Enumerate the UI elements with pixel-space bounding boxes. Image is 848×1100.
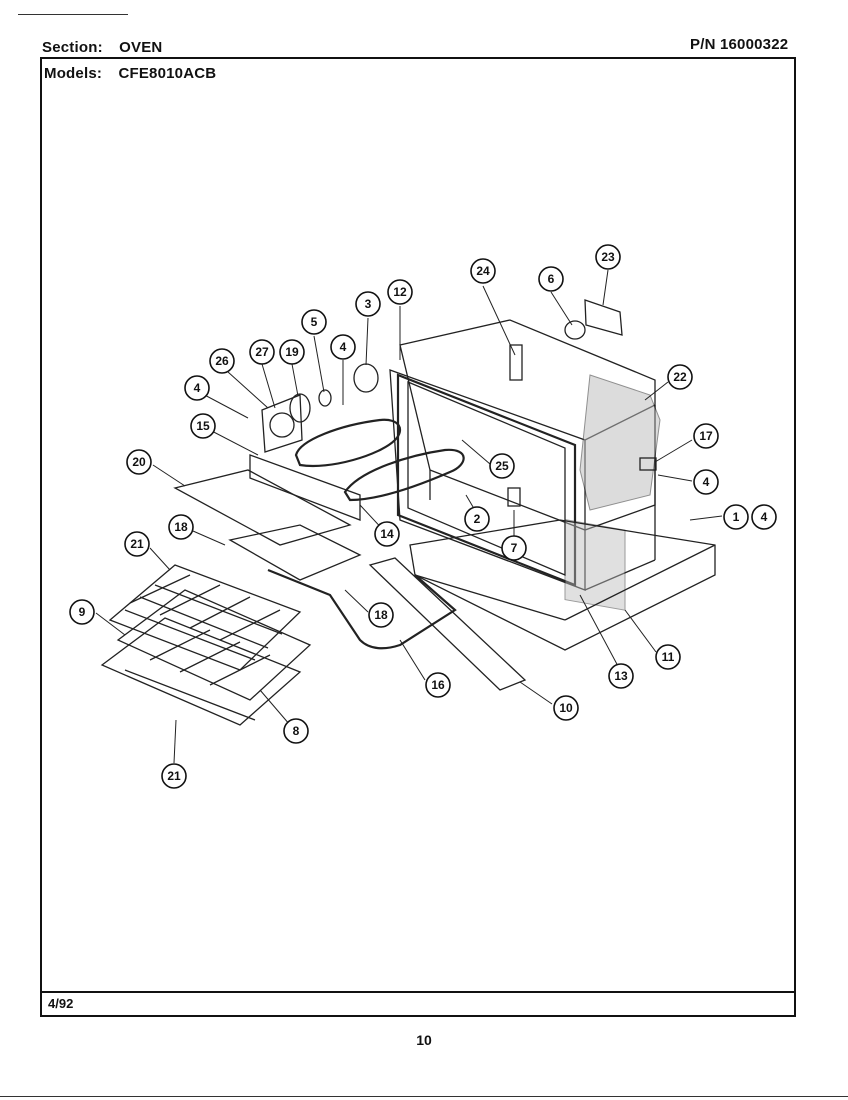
svg-text:19: 19 — [285, 345, 299, 359]
callout-11: 11 — [655, 644, 681, 670]
footer-row: 4/92 — [42, 991, 794, 1015]
svg-text:4: 4 — [703, 475, 710, 489]
callout-4a: 4 — [330, 334, 356, 360]
section-value: OVEN — [119, 39, 163, 56]
callout-26: 26 — [209, 348, 235, 374]
models-value: CFE8010ACB — [118, 65, 217, 82]
svg-text:20: 20 — [132, 455, 146, 469]
control-assembly — [507, 299, 661, 511]
callout-8: 8 — [283, 718, 309, 744]
svg-text:16: 16 — [431, 678, 445, 692]
section-header: Section: OVEN — [42, 39, 162, 56]
page-number: 10 — [416, 1032, 432, 1048]
svg-text:25: 25 — [495, 459, 509, 473]
callout-6: 6 — [538, 266, 564, 292]
callout-17: 17 — [693, 423, 719, 449]
callout-4d: 4 — [751, 504, 777, 530]
callout-1: 1 — [723, 504, 749, 530]
svg-text:4: 4 — [194, 381, 201, 395]
callout-20: 20 — [126, 449, 152, 475]
front-trim — [368, 557, 527, 691]
bottom-panel — [409, 519, 716, 651]
callout-16: 16 — [425, 672, 451, 698]
svg-text:11: 11 — [662, 650, 675, 664]
callout-18a: 18 — [168, 514, 194, 540]
revision-date: 4/92 — [48, 996, 74, 1011]
svg-text:10: 10 — [559, 701, 573, 715]
svg-text:1: 1 — [733, 510, 740, 524]
oven-racks — [100, 564, 312, 726]
leader-lines — [95, 269, 723, 764]
svg-text:5: 5 — [311, 315, 318, 329]
broil-element — [294, 418, 465, 502]
svg-text:21: 21 — [167, 769, 181, 783]
callout-9: 9 — [69, 599, 95, 625]
section-label: Section: — [42, 39, 103, 56]
callout-21a: 21 — [124, 531, 150, 557]
bottom-rule — [0, 1096, 848, 1097]
callout-12: 12 — [387, 279, 413, 305]
callout-27: 27 — [249, 339, 275, 365]
svg-text:4: 4 — [340, 340, 347, 354]
svg-text:15: 15 — [196, 419, 210, 433]
callout-14: 14 — [374, 521, 400, 547]
diagram-frame: Models: CFE8010ACB 4/92 — [40, 57, 796, 1017]
svg-text:18: 18 — [374, 608, 388, 622]
svg-text:22: 22 — [673, 370, 687, 384]
callout-24: 24 — [470, 258, 496, 284]
top-rule — [18, 14, 128, 15]
callout-25: 25 — [489, 453, 515, 479]
callout-19: 19 — [279, 339, 305, 365]
callout-7: 7 — [501, 535, 527, 561]
svg-text:26: 26 — [215, 354, 229, 368]
callout-5: 5 — [301, 309, 327, 335]
svg-text:18: 18 — [174, 520, 188, 534]
svg-text:2: 2 — [474, 512, 481, 526]
svg-text:12: 12 — [393, 285, 407, 299]
callout-18b: 18 — [368, 602, 394, 628]
callout-10: 10 — [553, 695, 579, 721]
fan-assembly — [261, 363, 379, 453]
callout-21b: 21 — [161, 763, 187, 789]
callout-13: 13 — [608, 663, 634, 689]
models-label: Models: — [44, 65, 103, 82]
callout-23: 23 — [595, 244, 621, 270]
models-header: Models: CFE8010ACB — [44, 65, 216, 82]
svg-text:24: 24 — [476, 264, 490, 278]
callout-22: 22 — [667, 364, 693, 390]
svg-text:21: 21 — [130, 537, 144, 551]
svg-text:4: 4 — [761, 510, 768, 524]
svg-text:14: 14 — [380, 527, 394, 541]
part-number: P/N 16000322 — [690, 36, 789, 53]
svg-text:13: 13 — [614, 669, 628, 683]
svg-text:7: 7 — [511, 541, 518, 555]
svg-text:27: 27 — [255, 345, 269, 359]
callout-3: 3 — [355, 291, 381, 317]
callout-2: 2 — [464, 506, 490, 532]
svg-text:9: 9 — [79, 605, 86, 619]
svg-text:8: 8 — [293, 724, 300, 738]
callout-15: 15 — [190, 413, 216, 439]
svg-text:3: 3 — [365, 297, 372, 311]
bake-element — [267, 568, 457, 650]
vent-trim — [173, 454, 362, 581]
svg-text:23: 23 — [601, 250, 615, 264]
svg-text:17: 17 — [699, 429, 713, 443]
callout-4b: 4 — [184, 375, 210, 401]
svg-text:6: 6 — [548, 272, 555, 286]
callout-4c: 4 — [693, 469, 719, 495]
